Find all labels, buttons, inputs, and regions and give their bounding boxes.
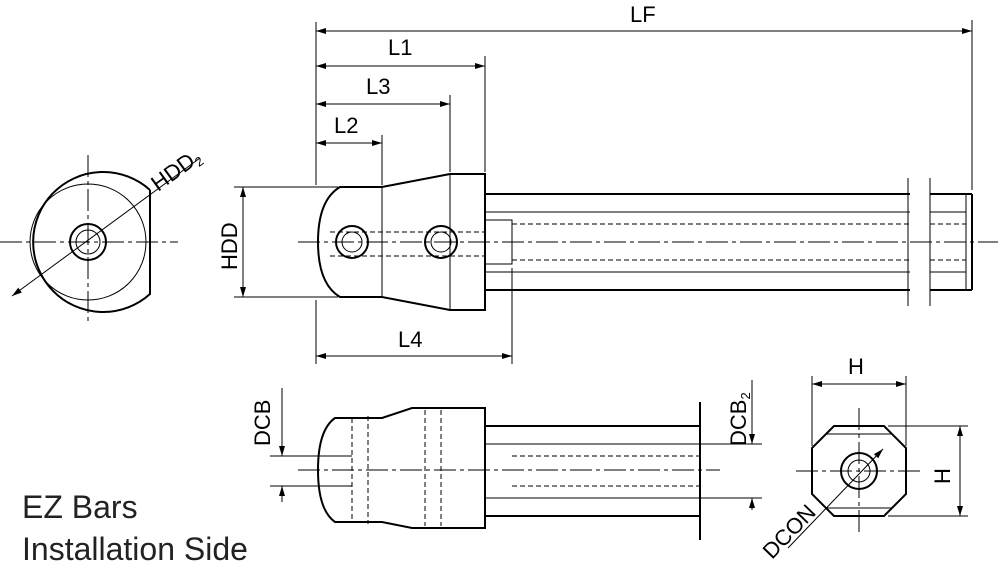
- svg-text:DCB: DCB: [250, 400, 275, 446]
- dcb-label: DCB: [250, 400, 275, 446]
- extension-lines: [234, 20, 973, 364]
- svg-text:DCB2: DCB2: [726, 392, 753, 446]
- dimension-lines: [240, 28, 972, 359]
- square-end-view: [787, 376, 968, 549]
- side-view: [298, 173, 998, 311]
- svg-text:HDD2: HDD2: [146, 144, 206, 198]
- caption-line-1: EZ Bars: [22, 489, 138, 525]
- l2-label: L2: [334, 113, 358, 138]
- hdd2-label: HDD2: [146, 144, 206, 198]
- dcb2-label: DCB2: [726, 392, 753, 446]
- svg-text:DCON: DCON: [758, 500, 821, 564]
- hdd-label: HDD: [217, 222, 242, 270]
- dcon-label: DCON: [758, 500, 821, 564]
- h-side-label: H: [930, 468, 955, 484]
- svg-text:H: H: [930, 468, 955, 484]
- bottom-view: [298, 402, 720, 540]
- lf-label: LF: [630, 2, 656, 27]
- dcb-dimension: [270, 388, 352, 502]
- dcb2-dimension: [700, 380, 762, 510]
- l3-label: L3: [366, 74, 390, 99]
- svg-text:HDD: HDD: [217, 222, 242, 270]
- l4-label: L4: [398, 327, 422, 352]
- end-view: HDD2: [0, 144, 207, 325]
- h-top-label: H: [848, 354, 864, 379]
- l1-label: L1: [388, 35, 412, 60]
- caption-line-2: Installation Side: [22, 531, 248, 567]
